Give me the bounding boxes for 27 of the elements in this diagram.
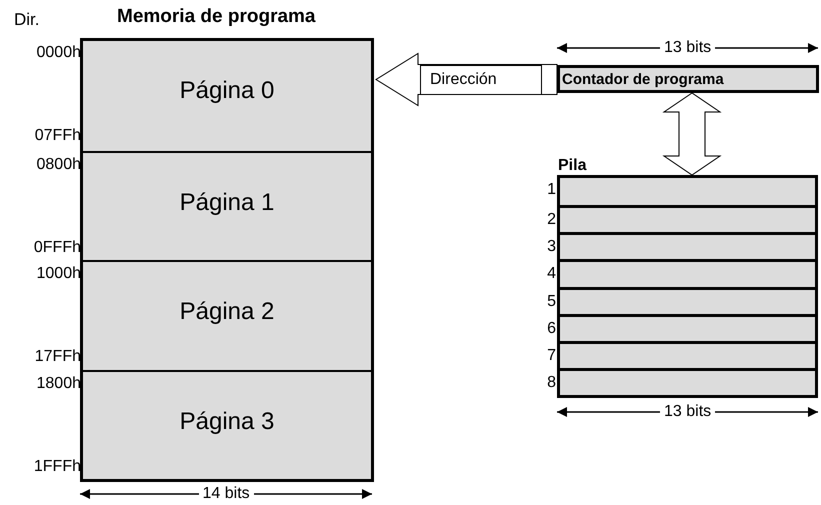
page-label: Página 3 bbox=[178, 410, 276, 434]
section-heading: Pila bbox=[558, 158, 586, 174]
edge-label: Dirección bbox=[420, 64, 542, 94]
page-label: Página 0 bbox=[178, 79, 276, 103]
address-label: 1800h bbox=[36, 376, 81, 392]
column-label: Dir. bbox=[14, 11, 40, 28]
register-label: Contador de programa bbox=[562, 72, 724, 87]
address-label: 0FFFh bbox=[32, 240, 81, 256]
address-label: 1FFFh bbox=[32, 458, 81, 474]
index-number: 6 bbox=[546, 320, 556, 337]
address-label: 07FFh bbox=[34, 128, 81, 144]
index-number: 2 bbox=[546, 212, 556, 228]
address-label: 0000h bbox=[36, 45, 81, 61]
page-label: Página 2 bbox=[178, 300, 276, 324]
index-number: 3 bbox=[546, 239, 556, 256]
index-number: 1 bbox=[546, 182, 556, 198]
section-heading: Memoria de programa bbox=[117, 7, 316, 26]
counter-register bbox=[557, 65, 819, 93]
page-label: Página 1 bbox=[178, 190, 276, 214]
index-number: 5 bbox=[546, 294, 556, 310]
index-number: 7 bbox=[546, 348, 556, 364]
block-arrow bbox=[662, 92, 722, 176]
address-label: 17FFh bbox=[34, 349, 81, 365]
index-number: 4 bbox=[546, 266, 556, 282]
address-label: 1000h bbox=[36, 266, 81, 282]
address-label: 0800h bbox=[36, 156, 81, 172]
index-number: 8 bbox=[546, 374, 556, 391]
